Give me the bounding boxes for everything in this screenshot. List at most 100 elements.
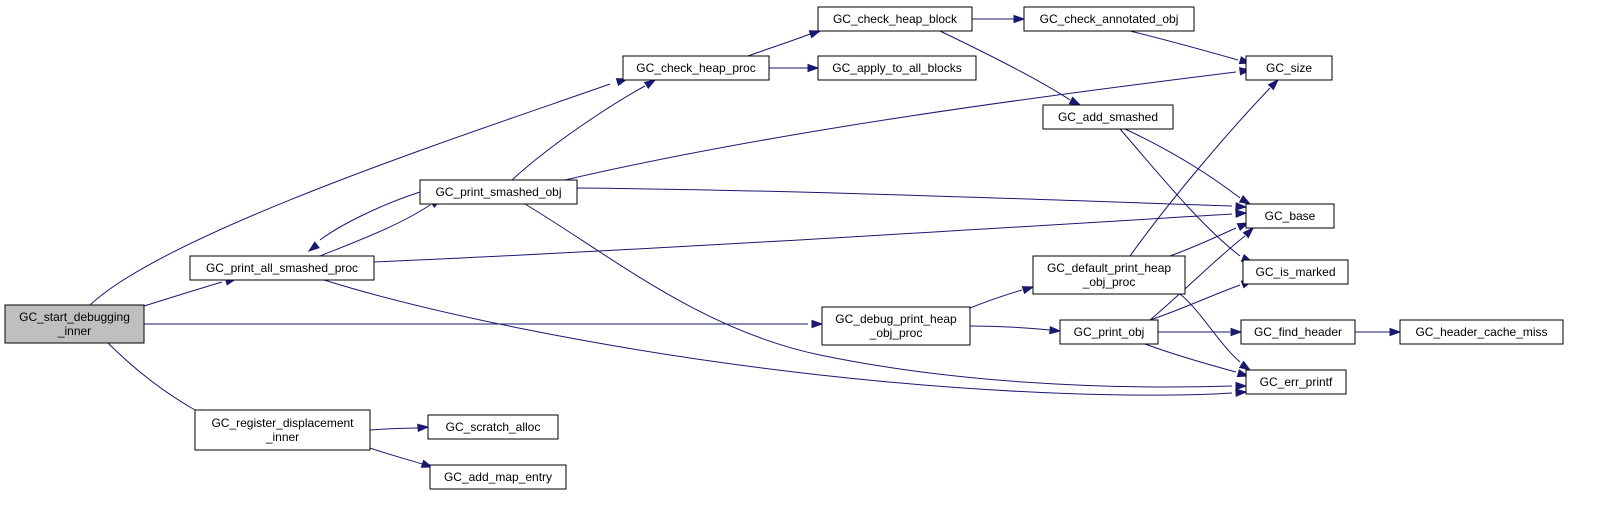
edge-print_obj-to-err_printf: [1144, 343, 1250, 378]
edge-line: [369, 427, 419, 431]
node-label: GC_add_smashed: [1058, 110, 1158, 124]
node-default-print-heap[interactable]: GC_default_print_heap_obj_proc: [1032, 255, 1186, 295]
edge-start_debugging-to-debug_print_heap: [144, 319, 824, 329]
edge-line: [576, 187, 1233, 207]
edge-line: [89, 83, 611, 306]
node-apply-to-all-blocks[interactable]: GC_apply_to_all_blocks: [817, 55, 977, 81]
node-size[interactable]: GC_size: [1245, 55, 1333, 81]
edge-print_obj-to-base: [1149, 226, 1255, 321]
node-check-annotated-obj[interactable]: GC_check_annotated_obj: [1023, 6, 1195, 32]
node-box: [817, 55, 977, 81]
node-label: GC_check_heap_block: [833, 12, 958, 26]
edge-check_heap_block-to-add_smashed: [939, 30, 1082, 106]
arrowhead: [1236, 369, 1250, 378]
node-err-printf[interactable]: GC_err_printf: [1245, 369, 1347, 395]
edge-print_smashed_obj-to-base: [576, 187, 1248, 211]
node-box: [1245, 369, 1347, 395]
node-print-all-smashed[interactable]: GC_print_all_smashed_proc: [189, 255, 375, 281]
node-check-heap-proc[interactable]: GC_check_heap_proc: [622, 55, 770, 81]
node-add-map-entry[interactable]: GC_add_map_entry: [429, 464, 567, 490]
arrowhead: [1049, 325, 1062, 335]
node-label: GC_print_obj: [1074, 325, 1145, 339]
node-label: GC_is_marked: [1255, 265, 1335, 279]
node-debug-print-heap[interactable]: GC_debug_print_heap_obj_proc: [821, 306, 971, 346]
edge-register_displacement-to-add_map_entry: [369, 447, 434, 468]
edge-default_print_heap-to-base: [1169, 222, 1250, 257]
edge-check_annotated_obj-to-size: [1129, 30, 1252, 65]
arrowhead: [1013, 14, 1026, 24]
node-label: GC_add_map_entry: [444, 470, 552, 484]
edge-print_all_smashed-to-base: [373, 209, 1248, 263]
edge-debug_print_heap-to-print_obj: [969, 325, 1062, 335]
edge-print_smashed_obj-to-check_heap_proc: [511, 79, 657, 181]
edge-register_displacement-to-scratch_alloc: [369, 423, 430, 433]
arrowhead: [811, 319, 824, 329]
edge-line: [1149, 235, 1246, 321]
arrowhead: [1021, 286, 1035, 295]
node-check-heap-block[interactable]: GC_check_heap_block: [817, 6, 973, 32]
edge-line: [107, 342, 196, 411]
node-label: GC_base: [1265, 209, 1316, 223]
edge-find_header-to-header_cache_miss: [1355, 327, 1402, 337]
node-box: [429, 464, 567, 490]
arrowhead: [1238, 360, 1252, 371]
arrowhead: [1267, 78, 1280, 91]
arrowhead: [1235, 388, 1248, 397]
arrowhead: [1235, 202, 1248, 211]
edge-line: [143, 281, 223, 307]
node-box: [1399, 319, 1564, 345]
edge-line: [564, 71, 1237, 181]
node-label: GC_err_printf: [1260, 375, 1333, 389]
edge-start_debugging-to-print_all_smashed: [143, 277, 238, 307]
edge-add_smashed-to-base: [1124, 128, 1252, 205]
edge-line: [969, 325, 1051, 331]
node-label: GC_register_displacement: [211, 416, 354, 430]
node-add-smashed[interactable]: GC_add_smashed: [1042, 104, 1174, 130]
node-print-smashed-obj[interactable]: GC_print_smashed_obj: [419, 179, 578, 205]
nodes-layer: GC_start_debugging_inner GC_print_all_sma…: [4, 6, 1564, 490]
node-label: GC_find_header: [1254, 325, 1342, 339]
edge-line: [1119, 128, 1241, 257]
node-box: [1032, 255, 1186, 295]
node-box: [1059, 319, 1159, 345]
node-box: [189, 255, 375, 281]
edge-line: [511, 85, 646, 181]
edge-default_print_heap-to-size: [1129, 78, 1280, 257]
node-scratch-alloc[interactable]: GC_scratch_alloc: [427, 414, 559, 440]
edge-line: [1124, 128, 1241, 199]
node-box: [1240, 319, 1356, 345]
node-start-debugging[interactable]: GC_start_debugging_inner: [4, 304, 145, 344]
edge-check_heap_block-to-check_annotated_obj: [972, 14, 1026, 24]
node-base[interactable]: GC_base: [1245, 203, 1335, 229]
node-box: [4, 304, 145, 344]
node-label: GC_header_cache_miss: [1415, 325, 1547, 339]
node-is-marked[interactable]: GC_is_marked: [1242, 259, 1349, 285]
edge-print_obj-to-find_header: [1158, 327, 1243, 337]
arrowhead: [307, 241, 320, 252]
node-box: [1245, 203, 1335, 229]
edge-debug_print_heap-to-default_print_heap: [969, 286, 1035, 309]
node-label: GC_check_heap_proc: [636, 61, 755, 75]
node-header-cache-miss[interactable]: GC_header_cache_miss: [1399, 319, 1564, 345]
arrowhead: [1230, 327, 1243, 337]
node-label: GC_size: [1266, 61, 1312, 75]
arrowhead: [643, 79, 657, 90]
node-label: _inner: [265, 430, 299, 444]
node-label: GC_scratch_alloc: [446, 420, 541, 434]
arrowhead: [1235, 381, 1248, 391]
edge-line: [373, 213, 1233, 263]
arrowhead: [808, 30, 822, 39]
edge-line: [1149, 284, 1241, 321]
edge-line: [369, 447, 423, 465]
arrowhead: [1242, 226, 1255, 239]
node-register-displacement[interactable]: GC_register_displacement_inner: [194, 409, 371, 451]
edge-print_all_smashed-to-err_printf: [323, 279, 1248, 397]
edge-check_heap_proc-to-check_heap_block: [747, 30, 822, 57]
node-box: [419, 179, 578, 205]
edges-layer: [89, 14, 1402, 468]
node-print-obj[interactable]: GC_print_obj: [1059, 319, 1159, 345]
node-box: [622, 55, 770, 81]
node-label: GC_print_smashed_obj: [435, 185, 561, 199]
node-label: GC_check_annotated_obj: [1040, 12, 1179, 26]
node-find-header[interactable]: GC_find_header: [1240, 319, 1356, 345]
